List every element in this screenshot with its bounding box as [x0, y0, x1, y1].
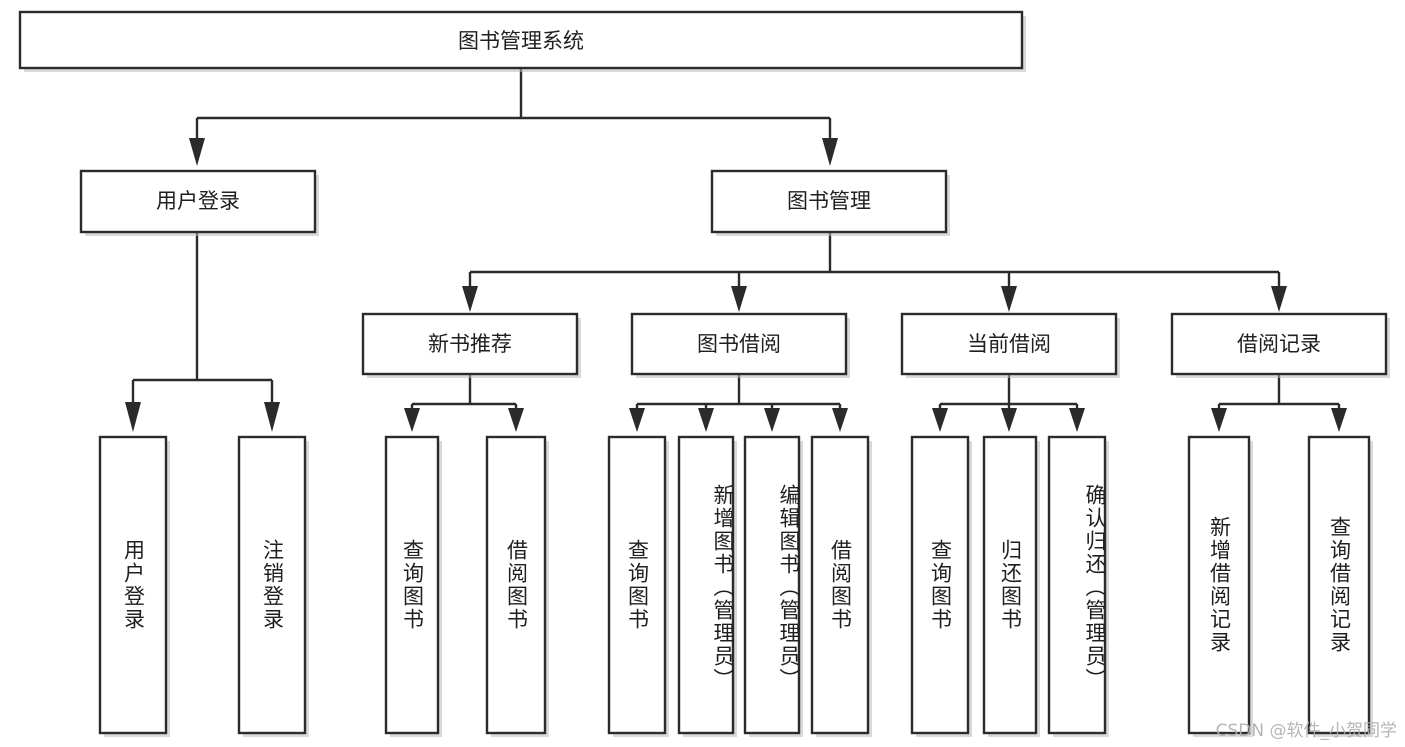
- node-book-borrow[interactable]: 图书借阅: [630, 312, 850, 378]
- node-borrow-records-label: 借阅记录: [1237, 332, 1321, 356]
- arrow-head-bk-add: [698, 408, 714, 432]
- arrow-head-login: [189, 138, 205, 166]
- node-current-borrow-label: 当前借阅: [967, 332, 1051, 356]
- node-leaf-bk-borrow-book[interactable]: [810, 435, 872, 737]
- arrow-head-cur-confirm: [1069, 408, 1085, 432]
- node-leaf-bk-query-book[interactable]: [607, 435, 669, 737]
- arrow-head-nb-borrow: [508, 408, 524, 432]
- arrow-head-cur-query: [932, 408, 948, 432]
- node-leaf-bk-edit-book[interactable]: [743, 435, 803, 737]
- node-current-borrow[interactable]: 当前借阅: [900, 312, 1120, 378]
- arrow-head-rec-add: [1211, 408, 1227, 432]
- connector-group-root-to-level2: [189, 68, 838, 166]
- node-leaf-cur-query-book[interactable]: [910, 435, 972, 737]
- arrow-head-nb-query: [404, 408, 420, 432]
- node-leaf-user-login[interactable]: [98, 435, 170, 737]
- arrow-head-records: [1271, 286, 1287, 312]
- arrow-head-bk-query: [629, 408, 645, 432]
- node-leaf-nb-borrow-book[interactable]: [485, 435, 549, 737]
- node-leaf-bk-add-book[interactable]: [677, 435, 737, 737]
- arrow-head-current: [1001, 286, 1017, 312]
- node-borrow-records[interactable]: 借阅记录: [1170, 312, 1390, 378]
- connector-group-newbook-to-leaves: [404, 374, 524, 432]
- arrow-head-cur-return: [1001, 408, 1017, 432]
- node-book-management[interactable]: 图书管理: [710, 169, 950, 236]
- node-root[interactable]: 图书管理系统: [18, 10, 1026, 72]
- node-new-book-recommend[interactable]: 新书推荐: [361, 312, 581, 378]
- node-leaf-cur-return-book[interactable]: [982, 435, 1040, 737]
- arrow-head-rec-query: [1331, 408, 1347, 432]
- arrow-head-user-logout: [264, 402, 280, 432]
- arrow-head-bk-borrow: [832, 408, 848, 432]
- arrow-head-bookmgmt: [822, 138, 838, 166]
- node-leaf-rec-add-record[interactable]: [1187, 435, 1253, 737]
- connector-group-borrow-to-leaves: [629, 374, 848, 432]
- node-user-login[interactable]: 用户登录: [79, 169, 319, 236]
- node-new-book-recommend-label: 新书推荐: [428, 332, 512, 356]
- connector-group-records-to-leaves: [1211, 374, 1347, 432]
- node-leaf-user-logout[interactable]: [237, 435, 309, 737]
- arrow-head-borrow: [731, 286, 747, 312]
- node-leaf-cur-confirm-return[interactable]: [1047, 435, 1109, 737]
- arrow-head-newbook: [462, 286, 478, 312]
- node-leaf-nb-query-book[interactable]: [384, 435, 442, 737]
- arrow-head-bk-edit: [764, 408, 780, 432]
- csdn-watermark: CSDN @软件_小贺同学: [1215, 721, 1397, 741]
- arrow-head-user-login: [125, 402, 141, 432]
- connector-group-current-to-leaves: [932, 374, 1085, 432]
- connector-group-bookmgmt-to-level3: [462, 232, 1287, 312]
- node-root-label: 图书管理系统: [458, 29, 584, 53]
- connector-group-login-to-leaves: [125, 232, 280, 432]
- node-leaf-rec-query-record[interactable]: [1307, 435, 1373, 737]
- node-user-login-label: 用户登录: [156, 189, 240, 213]
- node-book-borrow-label: 图书借阅: [697, 332, 781, 356]
- node-book-management-label: 图书管理: [787, 189, 871, 213]
